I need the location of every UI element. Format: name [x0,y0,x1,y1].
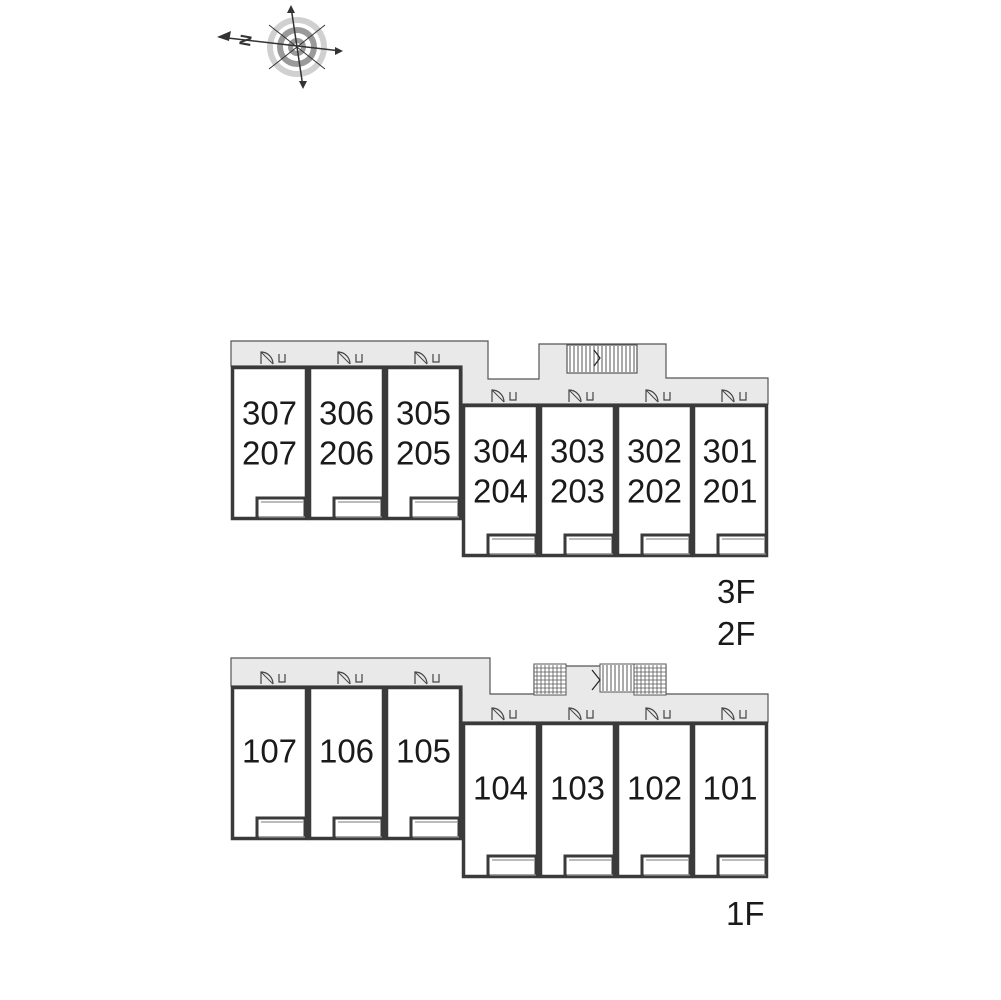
unit-number-label: 105 [396,733,451,770]
entrance-door-icon [491,389,517,403]
entrance-door-icon [568,389,594,403]
unit-number-label: 201 [702,472,757,509]
stairs-icon [566,344,638,374]
entrance-door-icon [337,351,363,365]
entrance-door-icon [721,389,747,403]
unit-104: 104 [461,707,540,879]
compass-icon: N [217,5,343,89]
unit-number-label: 306 [319,395,374,432]
unit-106: 106 [307,671,386,841]
unit-number-label: 104 [473,770,528,807]
unit-number-label: 204 [473,472,528,509]
unit-number-label: 206 [319,435,374,472]
entrance-door-icon [491,707,517,721]
stairs-icon [533,663,667,696]
lower-floor-plan: 107 106 105 104 103 102 101 1F [230,657,769,932]
unit-101: 101 [691,707,769,879]
unit-number-label: 207 [242,435,297,472]
entrance-door-icon [337,671,363,685]
unit-number-label: 302 [627,432,682,469]
unit-number-label: 106 [319,733,374,770]
entrance-door-icon [414,351,440,365]
entrance-door-icon [260,351,286,365]
unit-number-label: 304 [473,432,528,469]
floor-label-2f: 2F [717,615,756,652]
unit-number-label: 103 [550,770,605,807]
entrance-door-icon [645,389,671,403]
entrance-door-icon [568,707,594,721]
unit-number-label: 307 [242,395,297,432]
floor-label-1f: 1F [726,895,765,932]
unit-number-label: 205 [396,435,451,472]
unit-107: 107 [230,671,309,841]
unit-number-label: 102 [627,770,682,807]
north-label: N [237,33,256,47]
unit-number-label: 203 [550,472,605,509]
unit-number-label: 202 [627,472,682,509]
entrance-door-icon [721,707,747,721]
unit-number-label: 107 [242,733,297,770]
unit-103: 103 [538,707,617,879]
entrance-door-icon [414,671,440,685]
unit-105: 105 [384,671,463,841]
unit-number-label: 301 [702,432,757,469]
entrance-door-icon [260,671,286,685]
unit-102: 102 [615,707,694,879]
unit-number-label: 101 [702,770,757,807]
unit-number-label: 305 [396,395,451,432]
floor-label-3f: 3F [717,573,756,610]
entrance-door-icon [645,707,671,721]
unit-number-label: 303 [550,432,605,469]
